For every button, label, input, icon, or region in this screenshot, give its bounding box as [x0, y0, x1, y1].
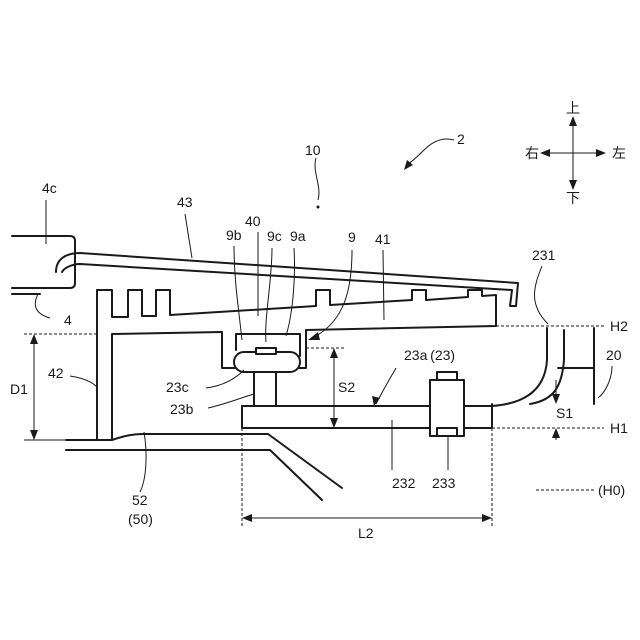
- ref-2-leader: 2: [404, 131, 465, 170]
- ref-L2-label: L2: [358, 525, 374, 541]
- ref-232-label: 232: [392, 475, 416, 491]
- ref-9c-label: 9c: [267, 228, 282, 244]
- part-9-holder: 9b 9c 9a 9 23c: [166, 227, 356, 395]
- ref-2-label: 2: [457, 131, 465, 147]
- ref-9a-label: 9a: [290, 228, 306, 244]
- ref-40-label: 40: [245, 213, 261, 229]
- part-43-lid: 43: [56, 194, 518, 306]
- ref-41-label: 41: [375, 231, 391, 247]
- ref-9b-label: 9b: [226, 227, 242, 243]
- direction-right-label: 右: [525, 145, 539, 161]
- ref-S2-label: S2: [338, 379, 355, 395]
- ref-H0-label: (H0): [598, 482, 625, 498]
- ref-23c-label: 23c: [166, 379, 189, 395]
- ref-231-label: 231: [532, 247, 556, 263]
- ref-H2-label: H2: [610, 318, 628, 334]
- ref-23b-label: 23b: [170, 401, 194, 417]
- ref-4c-label: 4c: [42, 180, 57, 196]
- dimension-lines: D1 S2 H2 H1 S1 (H0) L2: [10, 318, 628, 541]
- ref-D1-label: D1: [10, 381, 28, 397]
- ref-43-label: 43: [177, 194, 193, 210]
- ref-42-label: 42: [48, 365, 64, 381]
- ref-10-label: 10: [305, 142, 321, 158]
- ref-23a-label: 23a (23): [404, 347, 455, 363]
- part-50-base: 52 (50): [66, 432, 342, 527]
- part-4-block: 4c 4: [12, 180, 75, 328]
- direction-down-label: 下: [566, 190, 580, 206]
- ref-233-label: 233: [432, 475, 456, 491]
- ref-S1-label: S1: [556, 405, 573, 421]
- direction-up-label: 上: [566, 100, 580, 116]
- ref-4-label: 4: [64, 312, 72, 328]
- ref-H1-label: H1: [610, 420, 628, 436]
- ref-9-label: 9: [348, 229, 356, 245]
- ref-10-leader: 10: [305, 142, 321, 209]
- direction-compass: 上 下 右 左: [525, 100, 626, 206]
- direction-left-label: 左: [612, 145, 626, 161]
- part-20-bracket: 20: [558, 328, 622, 404]
- ref-50-label: (50): [128, 511, 153, 527]
- ref-52-label: 52: [132, 492, 148, 508]
- ref-20-label: 20: [606, 347, 622, 363]
